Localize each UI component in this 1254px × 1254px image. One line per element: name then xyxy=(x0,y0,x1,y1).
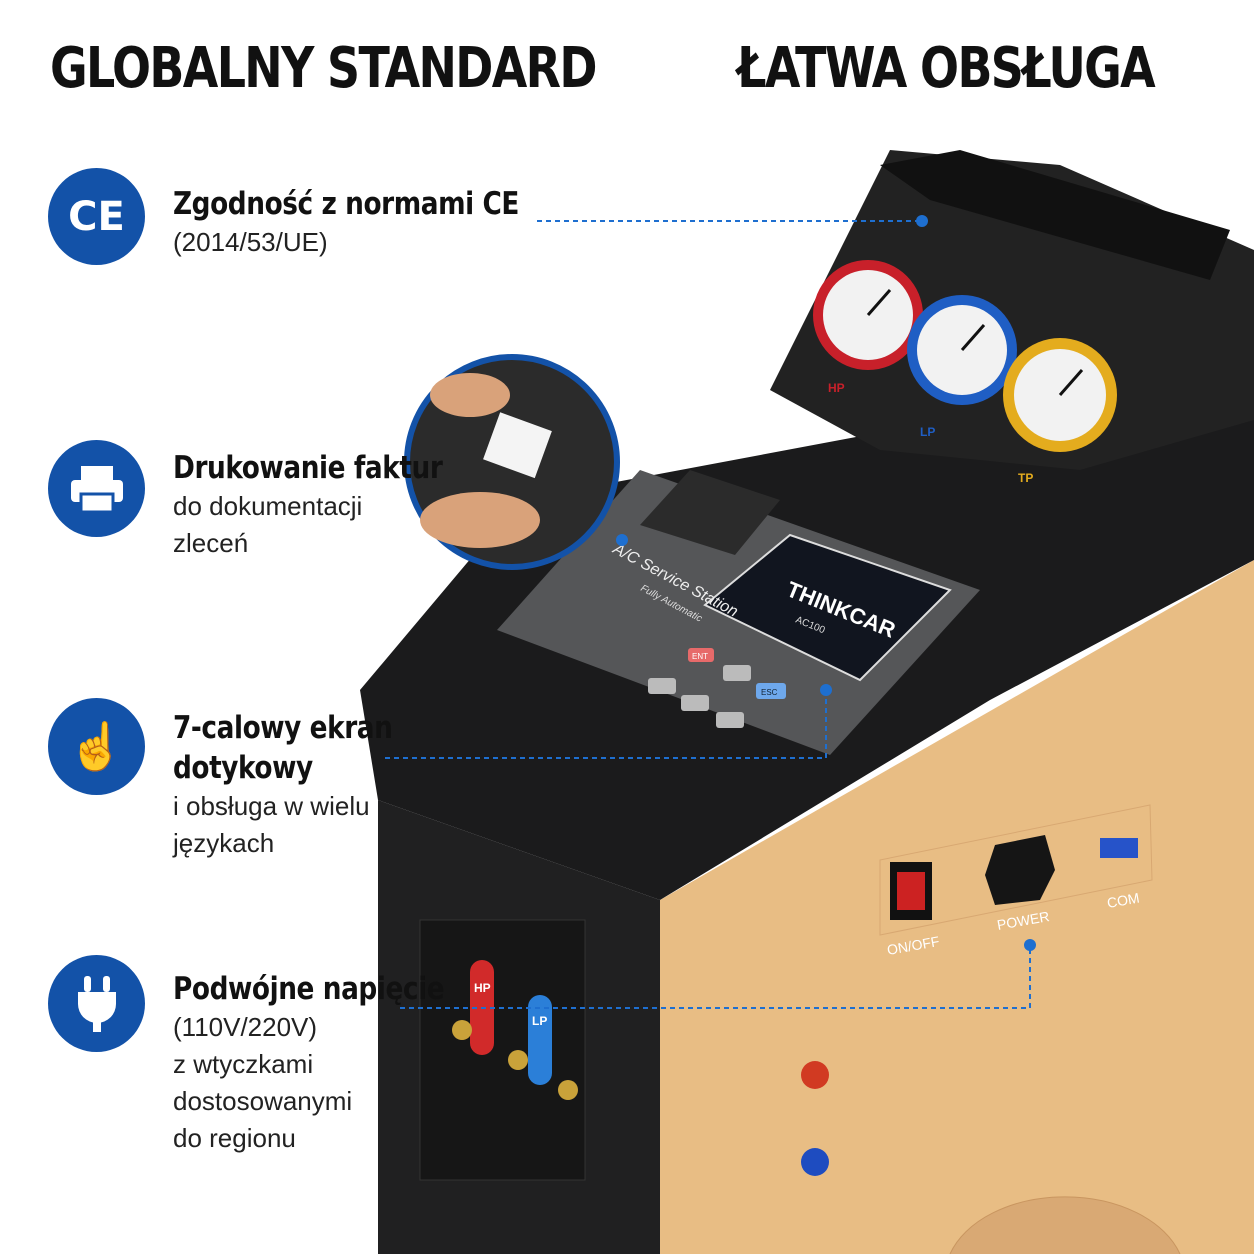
plug-icon xyxy=(48,955,145,1052)
down-key[interactable] xyxy=(681,695,709,711)
esc-key[interactable] xyxy=(756,683,786,699)
fitting xyxy=(558,1080,578,1100)
feature-desc: (2014/53/UE) xyxy=(173,227,328,257)
feature-desc: zleceń xyxy=(173,528,249,558)
port-recess xyxy=(419,919,586,1181)
heading-global-standard: GLOBALNY STANDARD xyxy=(50,36,598,101)
touch-hand-icon: ☝ xyxy=(48,698,145,795)
gauge-tp-label: TP xyxy=(1018,471,1033,485)
feature-desc: i obsługa w wielu xyxy=(173,791,370,821)
callout-dots xyxy=(616,215,1036,951)
left-key[interactable] xyxy=(648,678,676,694)
feature-desc: z wtyczkami xyxy=(173,1049,314,1079)
gauge-lp-label: LP xyxy=(920,425,935,439)
feature-touchscreen: ☝ 7-calowy ekran dotykowy i obsługa w wi… xyxy=(48,698,431,862)
hp-port-label: HP xyxy=(474,981,491,995)
gauge-hp: HP xyxy=(813,260,923,395)
hp-fitting xyxy=(452,1020,472,1040)
feature-desc: językach xyxy=(173,828,275,858)
display-screen xyxy=(703,533,952,682)
hand xyxy=(430,373,510,417)
feature-title: Drukowanie faktur xyxy=(173,450,443,486)
feature-title: Podwójne napięcie xyxy=(173,971,445,1007)
fan-grille xyxy=(949,1196,1181,1254)
feature-desc: dostosowanymi xyxy=(173,1086,353,1116)
right-key[interactable] xyxy=(716,712,744,728)
up-key[interactable] xyxy=(723,665,751,681)
lp-port-label: LP xyxy=(532,1014,547,1028)
gauge-lp: LP xyxy=(907,295,1017,439)
feature-printing: Drukowanie faktur do dokumentacji zleceń xyxy=(48,440,490,562)
feature-desc: do regionu xyxy=(173,1123,296,1153)
feature-desc: (110V/220V) xyxy=(173,1012,318,1042)
com-label: COM xyxy=(1106,890,1141,911)
feature-dual-voltage: Podwójne napięcie (110V/220V) z wtyczkam… xyxy=(48,955,492,1157)
ce-mark-icon: CE xyxy=(48,168,145,265)
hand xyxy=(420,492,540,548)
esc-key-label: ESC xyxy=(761,688,778,697)
printer-icon xyxy=(48,440,145,537)
blue-service-coupler xyxy=(801,1148,829,1176)
red-service-coupler xyxy=(801,1061,829,1089)
receipt-paper xyxy=(483,412,552,479)
power-socket[interactable] xyxy=(985,835,1055,905)
com-port[interactable] xyxy=(1100,838,1138,858)
feature-title: Zgodność z normami CE xyxy=(173,186,519,222)
handle xyxy=(880,150,1230,280)
feature-desc: do dokumentacji xyxy=(173,491,363,521)
gauge-hp-label: HP xyxy=(828,381,845,395)
power-switch[interactable] xyxy=(897,872,925,910)
printer-slot xyxy=(640,470,780,555)
feature-title: dotykowy xyxy=(173,750,313,786)
gauge-tp: TP xyxy=(1003,338,1117,485)
lp-fitting xyxy=(508,1050,528,1070)
lp-port-sleeve xyxy=(528,995,552,1085)
ent-key-label: ENT xyxy=(692,652,708,661)
callout-lines xyxy=(385,220,1031,1009)
heading-easy-operation: ŁATWA OBSŁUGA xyxy=(737,36,1156,101)
feature-title: 7-calowy ekran xyxy=(173,710,393,746)
rear-io-panel xyxy=(879,804,1153,936)
ent-key[interactable] xyxy=(688,648,714,662)
feature-ce: CE Zgodność z normami CE (2014/53/UE) xyxy=(48,168,580,265)
